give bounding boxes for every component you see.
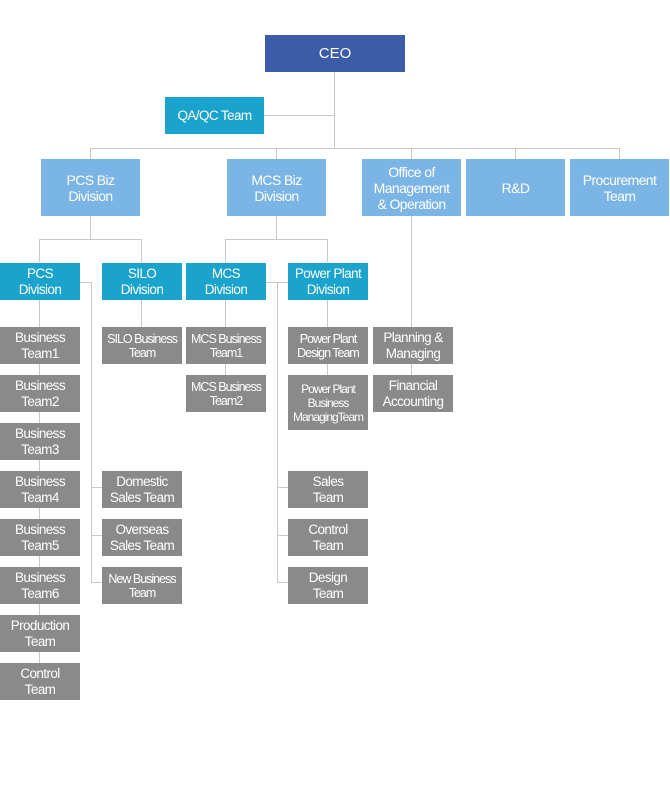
domestic-sales-team-box: Domestic Sales Team xyxy=(102,471,182,508)
mcs-business-team2-box: MCS Business Team2 xyxy=(186,375,266,412)
power-plant-design-team-box: Power Plant Design Team xyxy=(288,327,368,364)
design-team-box: Design Team xyxy=(288,567,368,604)
business-team4-box: Business Team4 xyxy=(0,471,80,508)
production-team-box: Production Team xyxy=(0,615,80,652)
ceo-box: CEO xyxy=(265,35,405,72)
sales-team-box: Sales Team xyxy=(288,471,368,508)
financial-accounting-box: Financial Accounting xyxy=(373,375,453,412)
business-team2-box: Business Team2 xyxy=(0,375,80,412)
office-management-operation-box: Office of Management & Operation xyxy=(362,159,461,216)
business-team6-box: Business Team6 xyxy=(0,567,80,604)
overseas-sales-team-box: Overseas Sales Team xyxy=(102,519,182,556)
rnd-box: R&D xyxy=(466,159,565,216)
business-team1-box: Business Team1 xyxy=(0,327,80,364)
power-control-team-box: Control Team xyxy=(288,519,368,556)
power-plant-division-box: Power Plant Division xyxy=(288,263,368,300)
mcs-business-team1-box: MCS Business Team1 xyxy=(186,327,266,364)
business-team5-box: Business Team5 xyxy=(0,519,80,556)
procurement-team-box: Procurement Team xyxy=(570,159,669,216)
qa-qc-team-box: QA/QC Team xyxy=(165,97,264,134)
pcs-division-box: PCS Division xyxy=(0,263,80,300)
new-business-team-box: New Business Team xyxy=(102,567,182,604)
business-team3-box: Business Team3 xyxy=(0,423,80,460)
silo-division-box: SILO Division xyxy=(102,263,182,300)
mcs-division-box: MCS Division xyxy=(186,263,266,300)
power-plant-business-managing-team-box: Power Plant Business ManagingTeam xyxy=(288,375,368,430)
planning-managing-box: Planning & Managing xyxy=(373,327,453,364)
silo-business-team-box: SILO Business Team xyxy=(102,327,182,364)
pcs-biz-division-box: PCS Biz Division xyxy=(41,159,140,216)
mcs-biz-division-box: MCS Biz Division xyxy=(227,159,326,216)
pcs-control-team-box: Control Team xyxy=(0,663,80,700)
